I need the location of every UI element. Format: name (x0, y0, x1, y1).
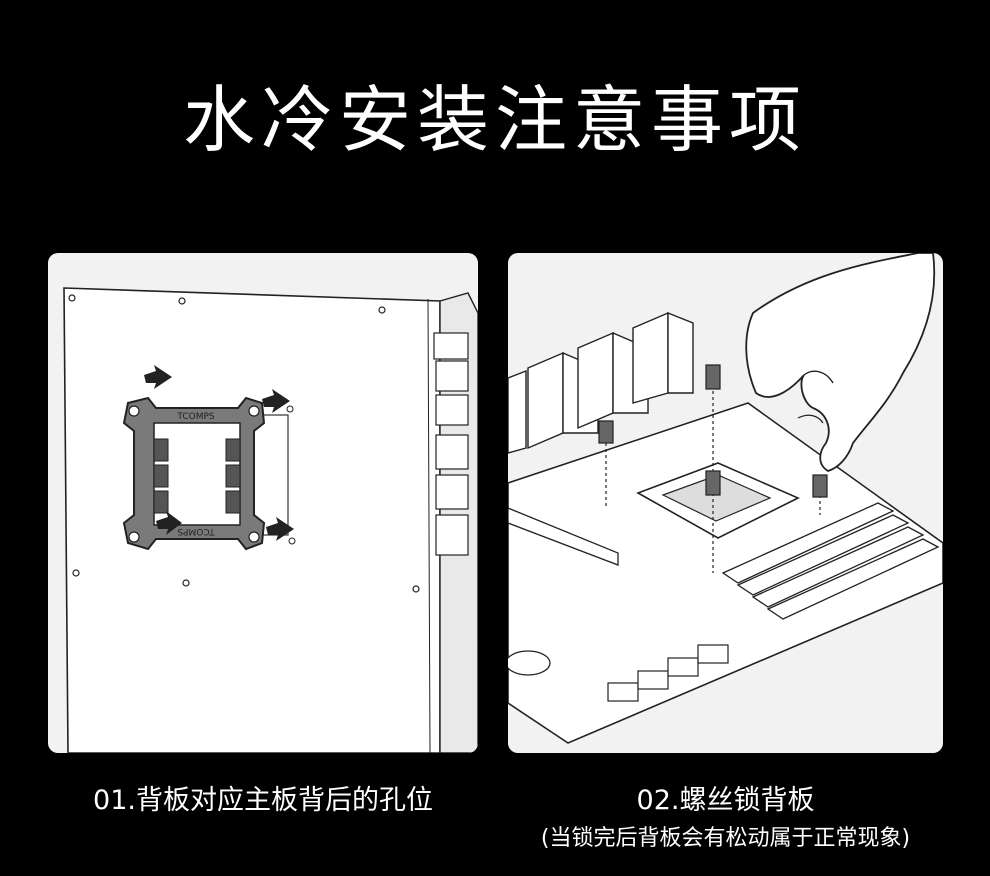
backplate-label-top: TCOMPS (176, 412, 215, 422)
backplate-label-bottom: TCOMPS (177, 526, 216, 536)
backplate-drawing: TCOMPS TCOMPS (63, 287, 478, 753)
standoff-drawing (508, 253, 943, 744)
backplate-illustration: TCOMPS TCOMPS (48, 253, 478, 753)
step-2-caption: 02.螺丝锁背板 (636, 785, 815, 816)
page-title: 水冷安装注意事项 (182, 78, 807, 162)
step-1-caption: 01.背板对应主板背后的孔位 (93, 785, 433, 816)
standoff-illustration (508, 253, 943, 753)
step-2-note: (当锁完后背板会有松动属于正常现象) (540, 826, 911, 851)
